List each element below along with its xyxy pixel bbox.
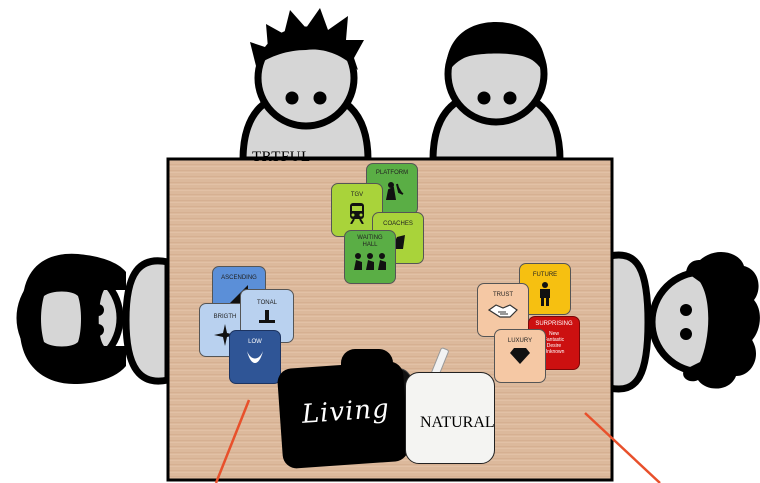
tone-icon: [257, 310, 277, 324]
card-living-label: Living: [301, 394, 391, 430]
low-curve-icon: [245, 349, 265, 369]
person-top-left: [243, 8, 368, 160]
train-icon: [348, 202, 366, 224]
card-tgv-label: TGV: [332, 192, 382, 199]
person-left: [19, 254, 168, 384]
person-right: [610, 252, 760, 389]
card-living[interactable]: Living: [277, 361, 410, 470]
card-luxury[interactable]: LUXURY: [494, 329, 546, 383]
card-ascending-label: ASCENDING: [213, 275, 265, 282]
card-trust-label: TRUST: [478, 292, 528, 299]
person-label-trtful: TRTFUL: [252, 149, 311, 166]
card-waiting-hall[interactable]: WAITING HALL: [344, 230, 396, 284]
card-surprising-label: SURPRISING: [529, 321, 579, 328]
person-standing-icon: [538, 282, 552, 306]
card-luxury-label: LUXURY: [495, 338, 545, 345]
card-low-label: LOW: [230, 339, 280, 346]
diamond-icon: [510, 348, 530, 364]
card-future-label: FUTURE: [520, 272, 570, 279]
card-platform-label: PLATFORM: [367, 170, 417, 177]
seated-people-icon: [352, 252, 388, 270]
card-tonal-label: TONAL: [241, 300, 293, 307]
person-top-right: [433, 22, 560, 160]
card-low[interactable]: LOW: [229, 330, 281, 384]
handshake-icon: [488, 302, 518, 320]
card-waiting-hall-label: WAITING HALL: [345, 235, 395, 249]
card-natural-label: NATURAL: [420, 414, 495, 432]
card-coaches-label: COACHES: [373, 221, 423, 228]
